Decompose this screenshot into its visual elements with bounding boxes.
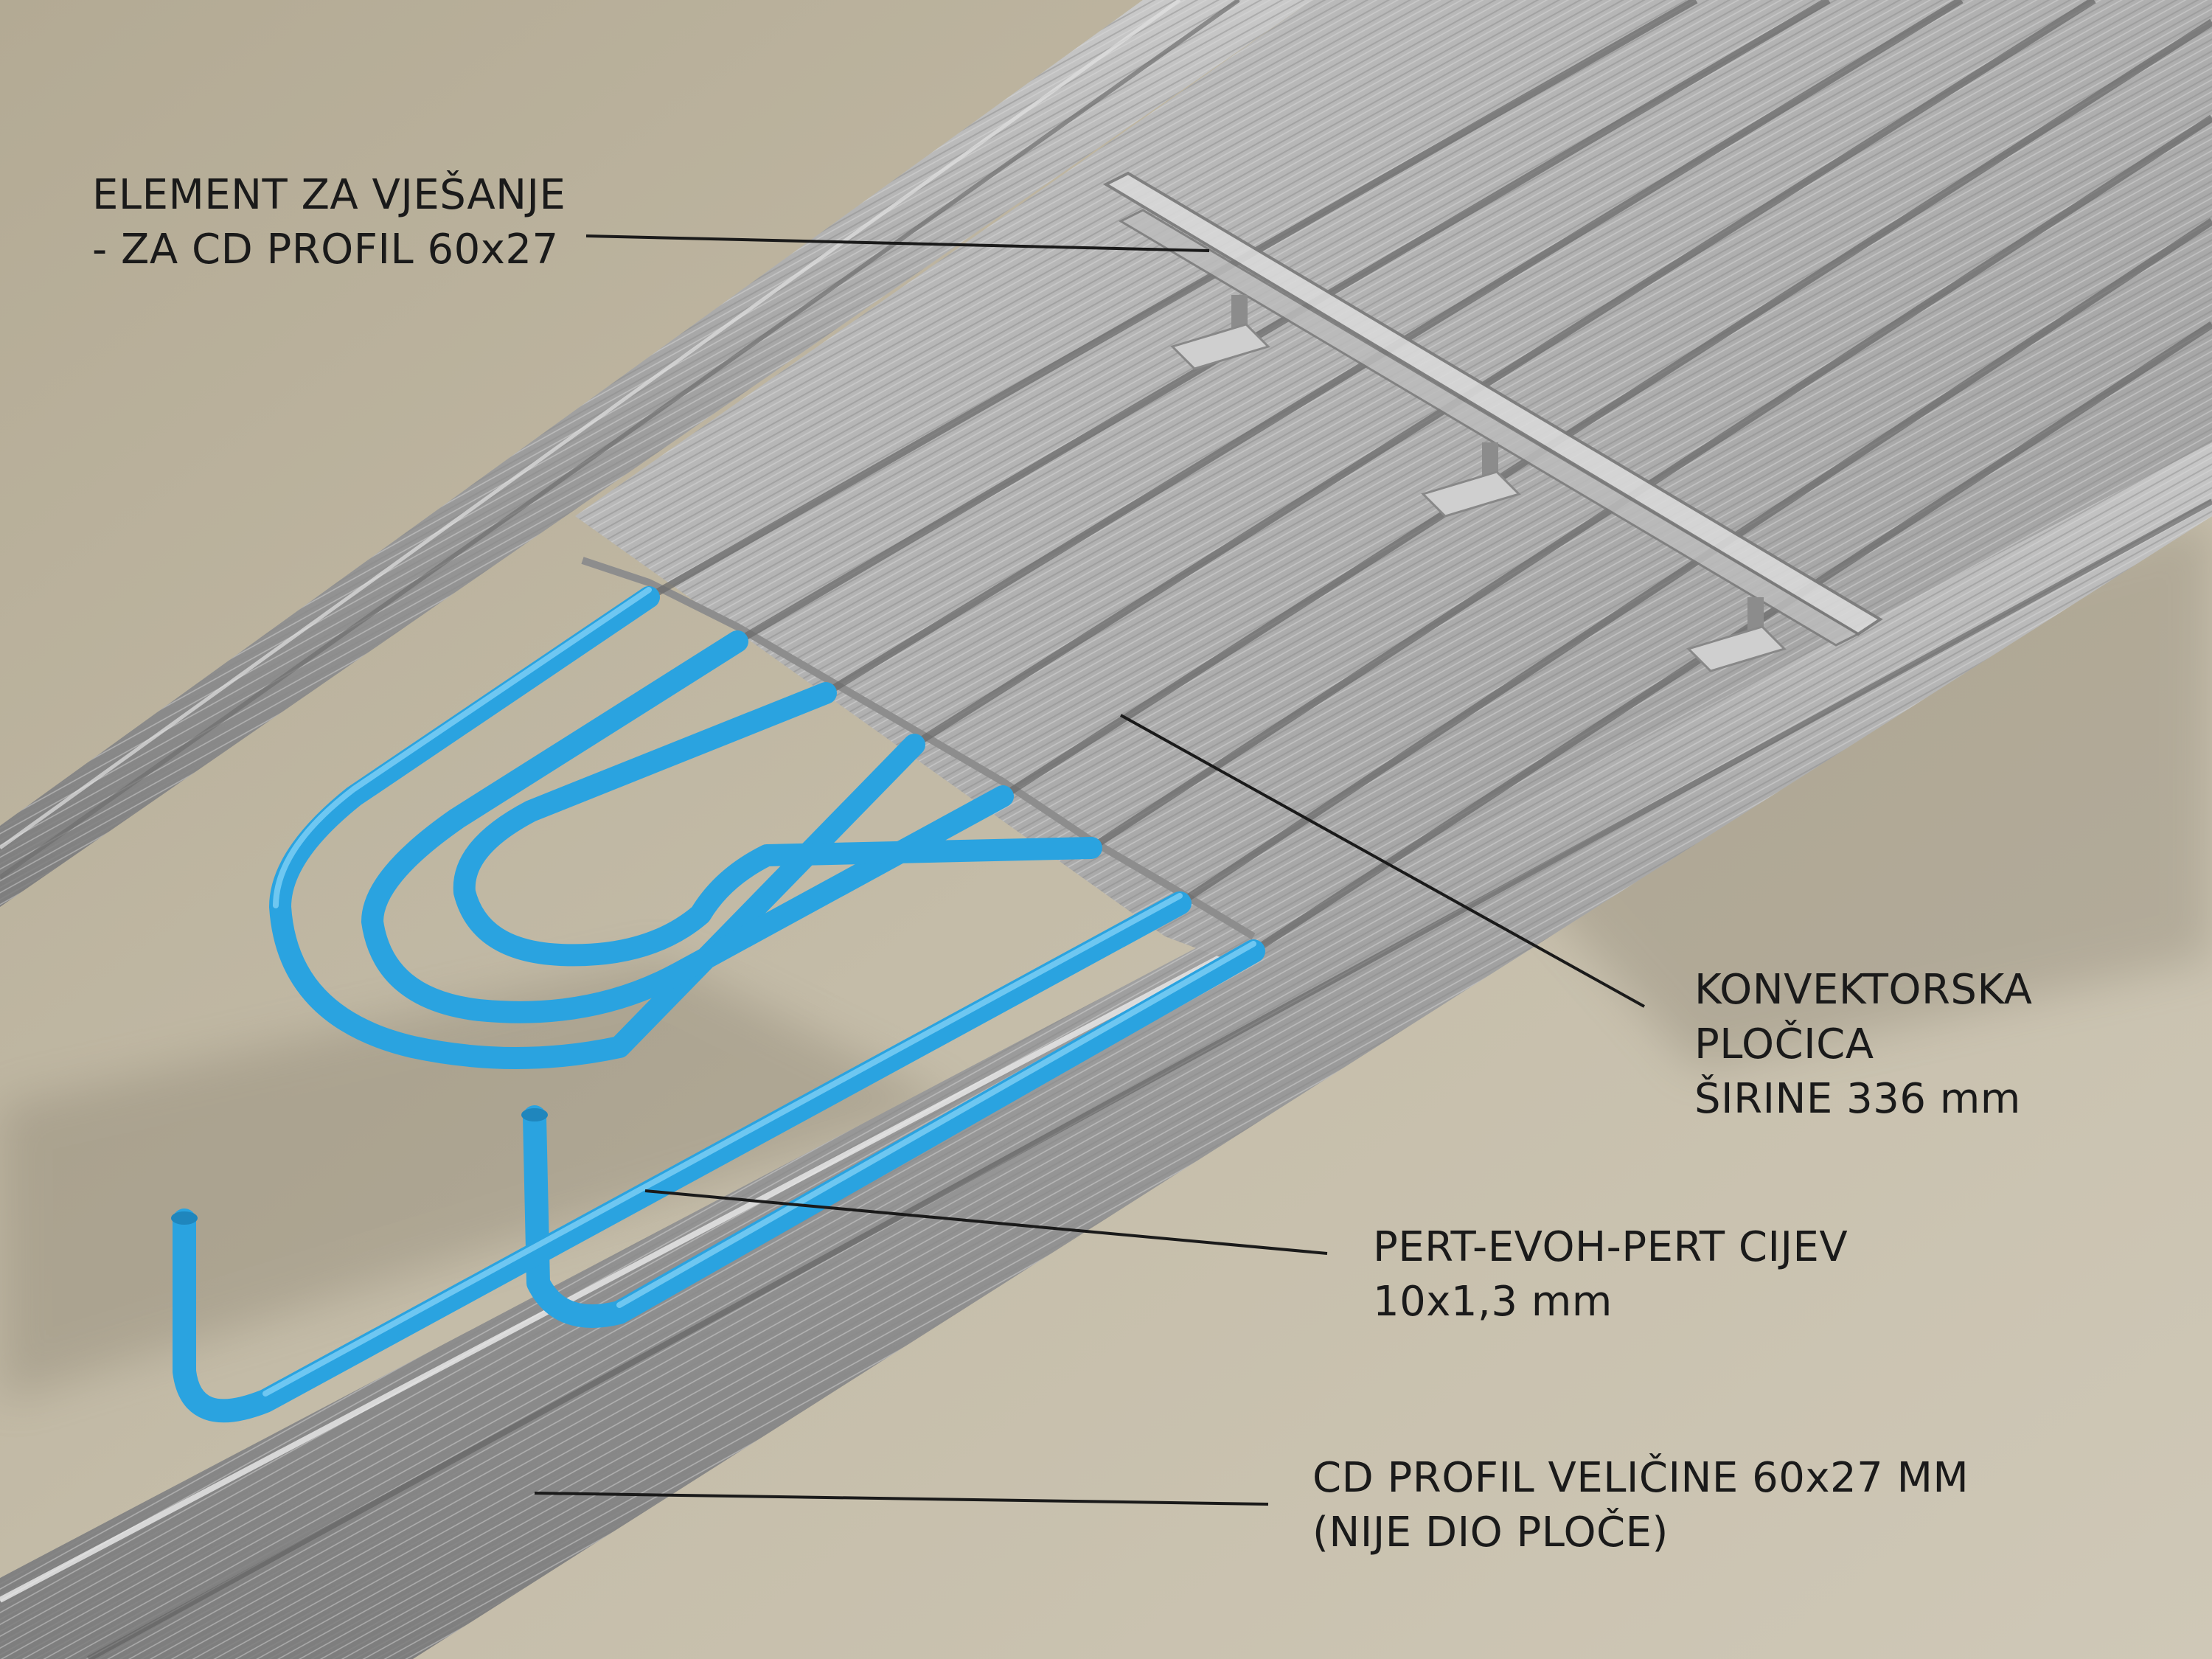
label-pipe-line1: PERT-EVOH-PERT CIJEV (1373, 1223, 1848, 1271)
label-convector-plate: KONVEKTORSKA PLOČICA ŠIRINE 336 mm (1694, 963, 2032, 1127)
leader-line-hanger (585, 234, 1210, 252)
label-hanger-element: ELEMENT ZA VJEŠANJE - ZA CD PROFIL 60x27 (92, 168, 566, 277)
leader-lines (534, 234, 1645, 1506)
label-pipe: PERT-EVOH-PERT CIJEV 10x1,3 mm (1373, 1220, 1848, 1329)
label-plate-line1: KONVEKTORSKA (1694, 966, 2033, 1014)
label-plate-line3: ŠIRINE 336 mm (1694, 1075, 2021, 1123)
pipe-end-1 (521, 1108, 548, 1121)
pipe-highlights (262, 587, 1256, 1397)
label-plate-line2: PLOČICA (1694, 1020, 1874, 1068)
leader-line-plate (1120, 714, 1645, 1008)
label-hanger-line1: ELEMENT ZA VJEŠANJE (92, 171, 566, 219)
pipe-end-2 (171, 1211, 198, 1225)
label-cd-line1: CD PROFIL VELIČINE 60x27 MM (1312, 1454, 1969, 1502)
cd-profile-rail-upper (0, 0, 1312, 907)
label-cd-profile: CD PROFIL VELIČINE 60x27 MM (NIJE DIO PL… (1312, 1451, 1969, 1560)
hanger-element (1102, 171, 1883, 672)
label-pipe-line2: 10x1,3 mm (1373, 1278, 1613, 1326)
leader-line-pipe (644, 1189, 1328, 1255)
leader-line-cd-profile (534, 1492, 1269, 1506)
background-shadows (0, 516, 2212, 1401)
pert-pipe (173, 586, 1265, 1423)
label-cd-line2: (NIJE DIO PLOČE) (1312, 1509, 1669, 1557)
label-hanger-line2: - ZA CD PROFIL 60x27 (92, 226, 559, 274)
